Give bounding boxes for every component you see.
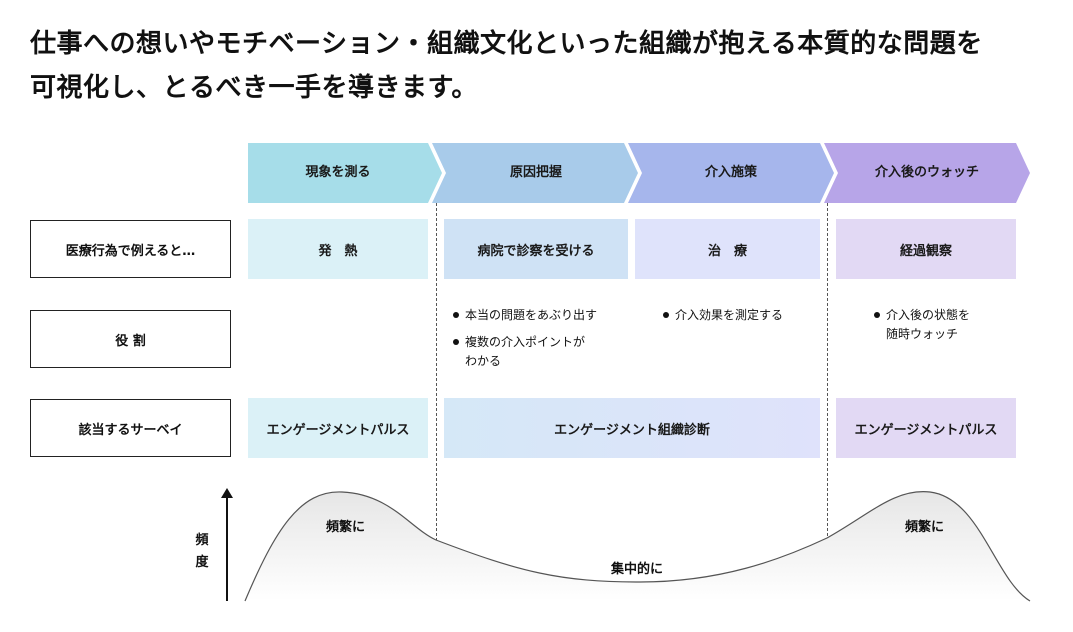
phase-label-2: 原因把握 <box>509 165 562 180</box>
survey-cell-pulse-left: エンゲージメントパルス <box>248 398 428 458</box>
role-bullet: 介入効果を測定する <box>663 306 823 325</box>
curve-label-left-peak: 頻繁に <box>326 520 366 535</box>
role-bullet: 本当の問題をあぶり出す <box>453 306 628 325</box>
phase-label-3: 介入施策 <box>704 165 757 180</box>
frequency-axis-label: 頻 度 <box>195 533 209 570</box>
column-divider-2 <box>827 203 828 601</box>
phase-label-4: 介入後のウォッチ <box>874 165 979 180</box>
survey-cell-diagnosis: エンゲージメント組織診断 <box>444 398 820 458</box>
column-divider-1 <box>436 203 437 601</box>
page-heading: 仕事への想いやモチベーション・組織文化といった組織が抱える本質的な問題を 可視化… <box>30 22 1050 110</box>
role-bullets-4: 介入後の状態を 随時ウォッチ <box>874 306 1014 352</box>
phase-chevron-1 <box>248 143 442 203</box>
role-bullets-2: 本当の問題をあぶり出す 複数の介入ポイントが わかる <box>453 306 628 379</box>
frequency-curve <box>221 488 1031 602</box>
arrow-up-icon <box>221 488 233 498</box>
phase-chevron-3 <box>628 143 834 203</box>
phase-chevron-bar <box>248 143 1030 203</box>
curve-label-valley: 集中的に <box>611 562 664 577</box>
heading-line-2: 可視化し、とるべき一手を導きます。 <box>30 73 478 103</box>
phase-label-1: 現象を測る <box>305 165 371 180</box>
frequency-curve-fill <box>245 491 1030 601</box>
frequency-curve-line <box>244 491 1031 602</box>
example-cell-1: 発 熱 <box>248 219 428 279</box>
role-bullets-3: 介入効果を測定する <box>663 306 823 333</box>
row-label-role: 役 割 <box>30 310 231 368</box>
example-cell-3: 治 療 <box>635 219 820 279</box>
role-bullet: 介入後の状態を 随時ウォッチ <box>874 306 1014 344</box>
survey-cell-pulse-right: エンゲージメントパルス <box>836 398 1016 458</box>
example-cell-4: 経過観察 <box>836 219 1016 279</box>
example-cell-2: 病院で診察を受ける <box>444 219 628 279</box>
role-bullet: 複数の介入ポイントが わかる <box>453 333 628 371</box>
row-label-survey: 該当するサーベイ <box>30 399 231 457</box>
curve-label-right-peak: 頻繁に <box>905 520 945 535</box>
phase-chevron-4 <box>824 143 1030 203</box>
row-label-example: 医療行為で例えると… <box>30 220 231 278</box>
phase-chevron-2 <box>432 143 638 203</box>
heading-line-1: 仕事への想いやモチベーション・組織文化といった組織が抱える本質的な問題を <box>30 29 983 59</box>
